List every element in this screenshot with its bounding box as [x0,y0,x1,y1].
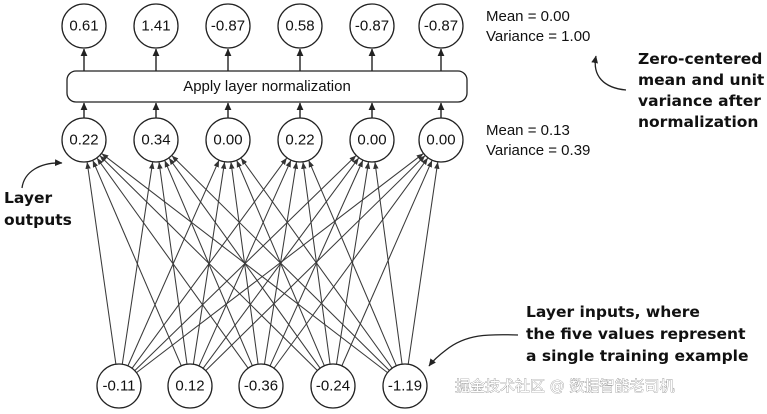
callout-layer-outputs: Layer outputs [4,159,72,229]
normalized-output-node-3: 0.58 [277,3,323,49]
edge-input-1-to-output-5 [205,155,426,371]
layer-output-node-2: 0.00 [205,117,251,163]
callout-after-arrow [591,55,627,91]
normalized-output-node-4: -0.87 [349,3,395,49]
callout-after-line-2: mean and unit [638,71,765,89]
normalized-output-node-0: 0.61 [61,3,107,49]
layer-input-node-0: -0.11 [96,363,142,409]
layer-output-node-value: 0.22 [69,132,98,149]
edge-input-4-to-output-1 [171,155,390,371]
layer-output-node-circle [418,117,464,163]
layer-output-node-value: 0.22 [285,132,314,149]
layer-input-nodes: -0.11 0.12 -0.36 -0.24 -1.19 [96,363,428,409]
normalized-output-node-5: -0.87 [418,3,464,49]
layer-output-nodes: 0.22 0.34 0.00 0.22 0.00 0.00 [61,117,464,163]
edge-input-4-to-output-5 [407,161,440,365]
layer-input-node-1: 0.12 [167,363,213,409]
normalized-output-node-value: 0.61 [69,18,98,35]
normalized-output-node-circle [418,3,464,49]
layer-input-node-value: -0.24 [316,378,350,395]
watermark-text: 掘金技术社区 @ 数据智能老司机 [455,377,675,395]
edge-input-2-to-output-0 [96,157,249,369]
layer-output-node-circle [349,117,395,163]
normalized-output-node-circle [349,3,395,49]
normalized-output-node-circle [61,3,107,49]
edge-input-4-to-output-3 [308,160,397,366]
callout-after-line-1: Zero-centered [638,50,762,68]
variance-after-label: Variance = 1.00 [486,28,590,45]
normalized-output-node-circle [277,3,323,49]
normalized-output-node-value: 0.58 [285,18,314,35]
callout-outputs-line-2: outputs [4,211,72,229]
layer-output-node-circle [61,117,107,163]
normalized-output-node-2: -0.87 [205,3,251,49]
edge-input-4-to-output-2 [240,157,393,369]
layer-input-node-value: -1.19 [388,378,422,395]
callout-after-line-3: variance after [638,92,761,110]
apply-layer-normalization-label: Apply layer normalization [183,78,351,95]
layer-output-node-value: 0.00 [426,132,455,149]
normalized-output-node-value: -0.87 [355,18,389,35]
normalized-output-node-1: 1.41 [133,3,179,49]
normalized-output-nodes: 0.61 1.41 -0.87 0.58 -0.87 -0.87 [61,3,464,49]
normalized-output-node-value: 1.41 [141,18,170,35]
layer-output-node-value: 0.00 [357,132,386,149]
normalized-output-node-circle [205,3,251,49]
normalized-output-node-circle [133,3,179,49]
arrows-to-normalized-outputs [80,48,445,71]
callout-layer-inputs: Layer inputs, where the five values repr… [428,303,749,367]
layer-output-node-0: 0.22 [61,117,107,163]
layer-input-node-circle [310,363,356,409]
layer-input-node-value: -0.36 [244,378,278,395]
callout-inputs-arrow [428,333,519,367]
mean-before-label: Mean = 0.13 [486,122,570,139]
layer-input-node-circle [238,363,284,409]
layer-input-node-2: -0.36 [238,363,284,409]
layer-input-node-circle [382,363,428,409]
variance-before-label: Variance = 0.39 [486,142,590,159]
layer-input-node-value: 0.12 [175,378,204,395]
layer-input-node-circle [96,363,142,409]
layer-input-node-4: -1.19 [382,363,428,409]
apply-layer-normalization-box: Apply layer normalization [66,70,468,103]
layer-input-node-circle [167,363,213,409]
callout-outputs-arrow [21,159,63,189]
callout-after-line-4: normalization [638,113,758,131]
edge-input-0-to-output-5 [136,153,424,374]
layer-output-node-circle [205,117,251,163]
layer-output-node-value: 0.34 [141,132,170,149]
edge-input-1-to-output-0 [92,160,182,367]
layer-output-node-value: 0.00 [213,132,242,149]
layer-output-node-circle [133,117,179,163]
edge-input-4-to-output-0 [101,153,388,374]
edge-input-3-to-output-5 [341,160,433,367]
layer-input-node-value: -0.11 [102,378,135,395]
callout-inputs-line-3: a single training example [526,347,749,365]
layer-output-node-1: 0.34 [133,117,179,163]
arrows-to-normalization [80,102,445,118]
edge-input-0-to-output-0 [85,161,117,365]
callout-outputs-line-1: Layer [4,189,52,207]
layer-output-node-5: 0.00 [418,117,464,163]
layer-output-node-3: 0.22 [277,117,323,163]
edge-input-4-to-output-4 [373,162,403,365]
edge-input-3-to-output-0 [99,155,318,371]
connection-edges [85,153,440,374]
normalized-output-node-value: -0.87 [424,18,458,35]
callout-inputs-line-1: Layer inputs, where [526,303,700,321]
layer-output-node-circle [277,117,323,163]
callout-inputs-line-2: the five values represent [526,325,746,343]
edge-input-2-to-output-5 [273,157,429,369]
layer-output-node-4: 0.00 [349,117,395,163]
layer-input-node-3: -0.24 [310,363,356,409]
normalized-output-node-value: -0.87 [211,18,245,35]
callout-after-normalization: Zero-centered mean and unit variance aft… [591,50,765,131]
mean-after-label: Mean = 0.00 [486,8,570,25]
